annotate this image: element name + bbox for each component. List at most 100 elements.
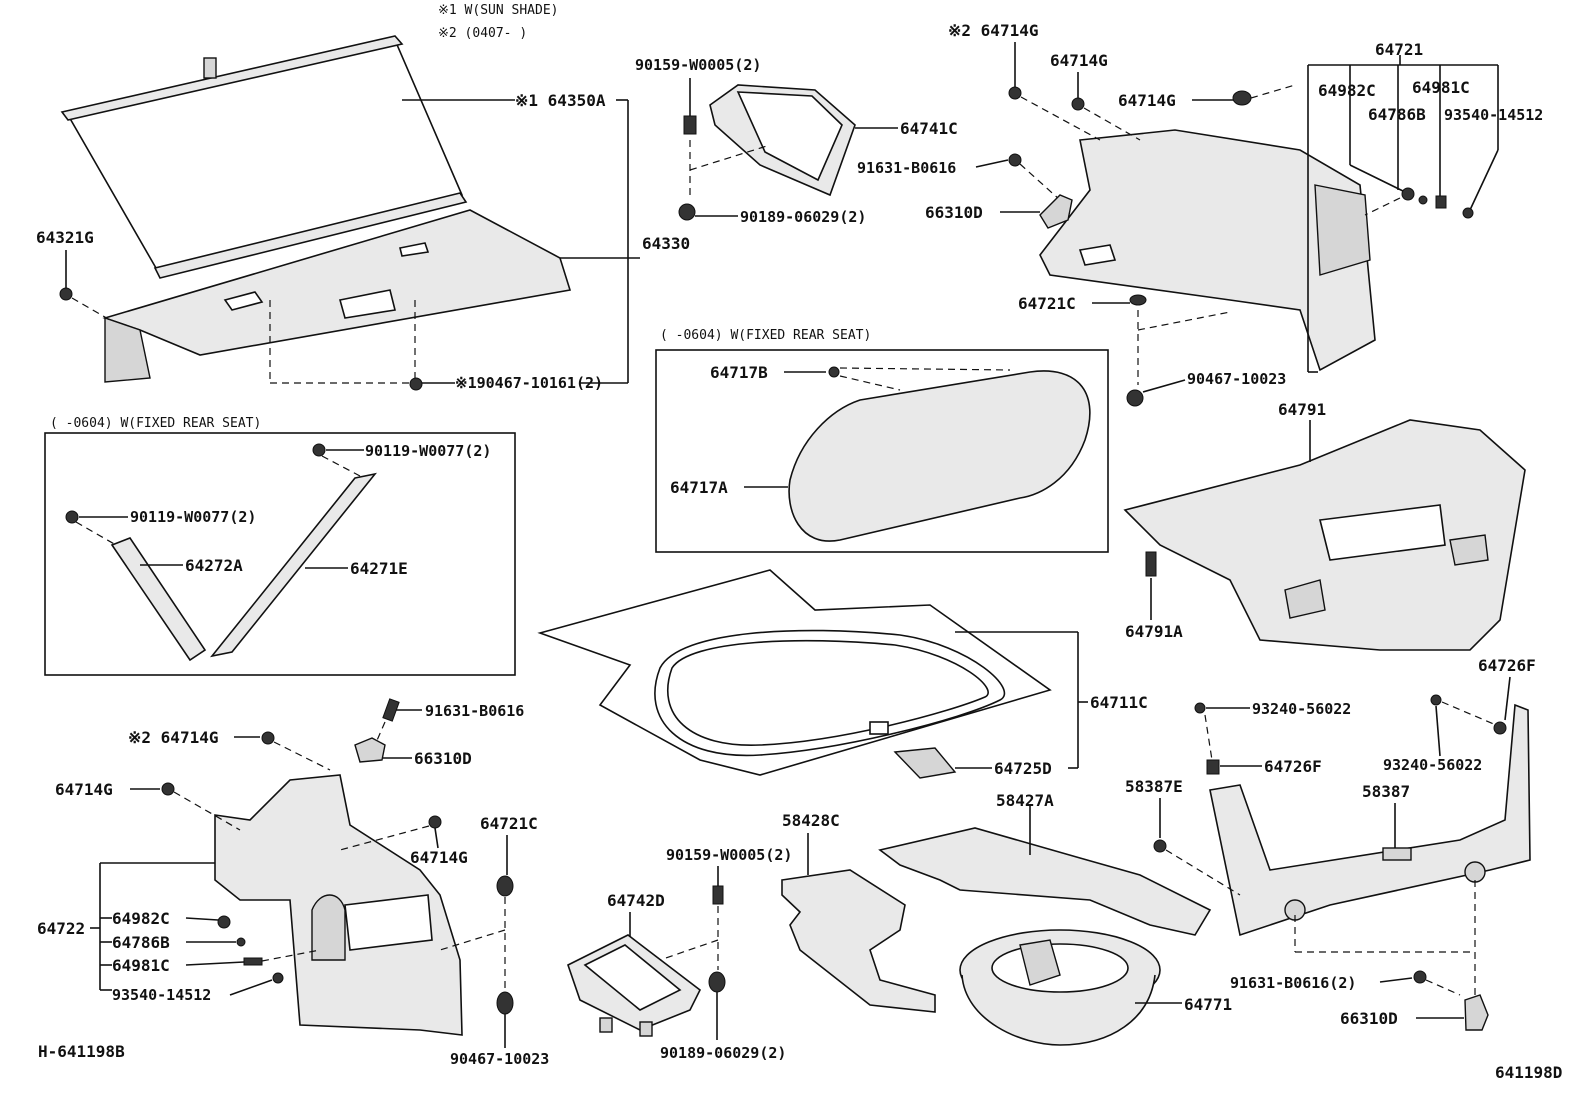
clip-icon [496,991,514,1015]
label-93540-14512-b: 93540-14512 [112,986,211,1004]
nut-icon [217,915,231,929]
storage-box-64742d [567,934,702,1037]
label-90189-06029-b: 90189-06029(2) [660,1044,786,1062]
clip-icon [678,203,696,221]
label-64321g: 64321G [36,228,94,247]
label-64791: 64791 [1278,400,1326,419]
label-64721c-a: 64721C [1018,294,1076,313]
panel-58427a [878,827,1212,936]
screw-icon [428,815,442,829]
screw-icon [828,366,840,378]
side-trim-right [1039,129,1376,372]
label-64717a: 64717A [670,478,728,497]
label-64711c: 64711C [1090,693,1148,712]
storage-box-64741c [709,84,856,197]
screw-icon [312,443,326,457]
screw-icon [683,115,697,135]
screw-icon [1008,86,1022,100]
label-64271e: 64271E [350,559,408,578]
label-64786b-b: 64786B [112,933,170,952]
label-64982c-b: 64982C [112,909,170,928]
label-64714g-c: 64714G [1118,91,1176,110]
clip-66310d-c [1464,994,1489,1031]
screw-icon [1430,694,1442,706]
screw-icon [1413,970,1427,984]
trunk-lid-trim [1123,419,1526,651]
label-91631-b0616-c: 91631-B0616 [425,702,524,720]
spare-tire-tray-64771 [959,929,1161,1046]
label-64981c-b: 64981C [112,956,170,975]
drawing-id-right: 641198D [1495,1063,1562,1082]
clip-icon [1129,294,1147,306]
panel-58428c [781,869,936,1013]
label-64722: 64722 [37,919,85,938]
label-64714g-e: 64714G [55,780,113,799]
screw-icon [382,698,400,722]
label-90119-w0077-b: 90119-W0077(2) [130,508,256,526]
label-64350a: ※1 64350A [515,91,606,110]
screw-icon [65,510,79,524]
clip-icon [59,287,73,301]
rear-panel-trim [1209,703,1531,937]
label-64791a: 64791A [1125,622,1183,641]
label-90159-w0005: 90159-W0005(2) [635,56,761,74]
note-fixed-rear-seat-left: ( -0604) W(FIXED REAR SEAT) [50,416,261,431]
label-90189-06029: 90189-06029(2) [740,208,866,226]
drawing-id-left: H-641198B [38,1042,125,1061]
screw-icon [712,885,724,905]
brace-64272a [110,537,207,662]
clip-icon [1126,389,1144,407]
fixed-rear-seat-box-left [44,432,516,676]
label-58387: 58387 [1362,782,1410,801]
label-64714g-f: 64714G [410,848,468,867]
screw-icon [1008,153,1022,167]
trunk-floor-mat [537,569,1052,776]
label-64725d: 64725D [994,759,1052,778]
label-64330: 64330 [642,234,690,253]
label-58427a: 58427A [996,791,1054,810]
label-64717b: 64717B [710,363,768,382]
label-93240-56022-b: 93240-56022 [1383,756,1482,774]
label-64714g-b: 64714G [1050,51,1108,70]
label-90467-10023-b: 90467-10023 [450,1050,549,1068]
screw-icon [1232,90,1252,106]
label-64726f-b: 64726F [1264,757,1322,776]
hook-64725d [893,747,957,779]
label-90467-10161: ※190467-10161(2) [455,374,603,392]
label-64272a: 64272A [185,556,243,575]
fixed-rear-seat-box-right [655,349,1109,553]
label-93540-14512-a: 93540-14512 [1444,106,1543,124]
label-93240-56022-a: 93240-56022 [1252,700,1351,718]
clip-icon [1493,721,1507,735]
washer-icon [236,937,246,947]
label-66310d-a: 66310D [925,203,983,222]
clip-icon [1435,195,1447,209]
nut-icon [1401,187,1415,201]
clip-icon [1153,839,1167,853]
clip-icon [1206,759,1220,775]
clip-icon [708,971,726,993]
clip-66310d [1039,194,1073,229]
label-64981c-a: 64981C [1412,78,1470,97]
clip-icon [409,377,423,391]
side-trim-left [214,774,463,1036]
label-64982c-a: 64982C [1318,81,1376,100]
clip-icon [1145,551,1157,577]
screw-icon [1462,207,1474,219]
screw-icon [1194,702,1206,714]
clip-icon [243,957,263,966]
label-64714g-d: ※2 64714G [128,728,218,747]
sunshade-roller [60,35,468,279]
label-64714g-a: ※2 64714G [948,21,1038,40]
label-90119-w0077-a: 90119-W0077(2) [365,442,491,460]
label-66310d-b: 66310D [414,749,472,768]
label-66310d-c: 66310D [1340,1009,1398,1028]
label-58428c: 58428C [782,811,840,830]
clip-icon [496,875,514,897]
label-64726f-a: 64726F [1478,656,1536,675]
label-91631-b0616-b: 91631-B0616(2) [1230,974,1356,992]
label-64771: 64771 [1184,995,1232,1014]
brace-64271e [209,472,378,658]
